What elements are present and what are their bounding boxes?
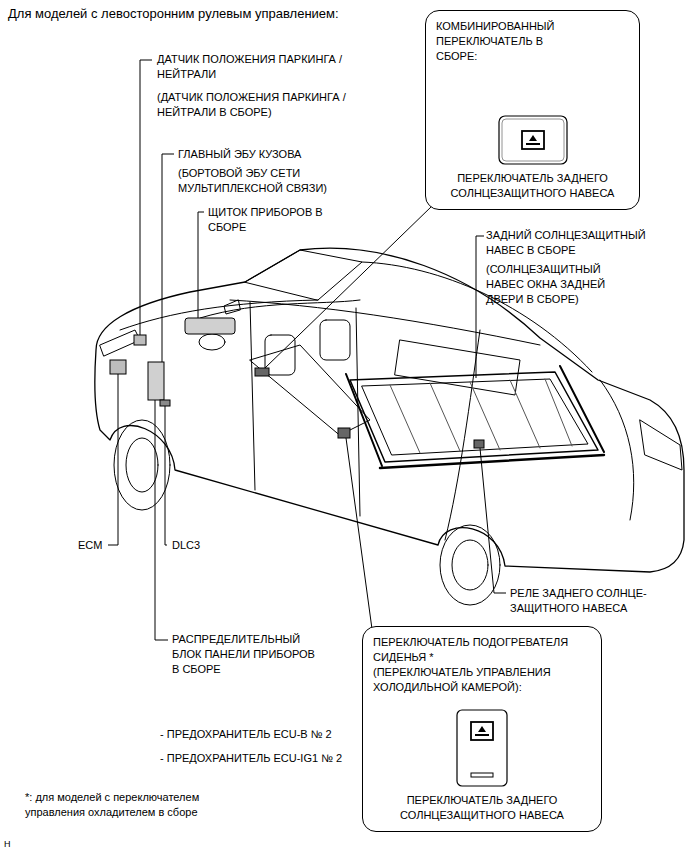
- rear-sunshade-roller: [380, 455, 604, 468]
- rear-sunshade-inner: [362, 379, 588, 455]
- leader-line: [165, 406, 167, 545]
- leader-line: [480, 448, 506, 593]
- seat-heater-switch: [338, 428, 350, 438]
- rear-sunshade-frame: [350, 372, 598, 462]
- switch-body: [457, 710, 507, 786]
- callout-heading: (ПЕРЕКЛЮЧАТЕЛЬ УПРАВЛЕНИЯ ХОЛОДИЛЬНОЙ КА…: [373, 665, 591, 695]
- callout-box: ПЕРЕКЛЮЧАТЕЛЬ ПОДОГРЕВАТЕЛЯ СИДЕНЬЯ *(ПЕ…: [362, 626, 602, 832]
- part-label: - ПРЕДОХРАНИТЕЛЬ ECU-IG1 № 2: [160, 751, 342, 766]
- rear-sunshade-rail: [346, 366, 604, 466]
- ecm-unit: [110, 360, 126, 374]
- leader-line: [162, 154, 174, 362]
- leader-line: [108, 374, 118, 545]
- rear-sunshade-hatch: [390, 379, 572, 453]
- park-neutral-sensor: [134, 335, 146, 345]
- sunshade-symbol: [529, 135, 537, 141]
- car-body-outline: [95, 248, 684, 572]
- page-title: Для моделей с левосторонним рулевым упра…: [8, 6, 339, 21]
- part-label: H: [4, 838, 11, 850]
- part-label: ЩИТОК ПРИБОРОВ В СБОРЕ: [208, 205, 323, 235]
- part-label: DLC3: [172, 538, 200, 553]
- part-label: РЕЛЕ ЗАДНЕГО СОЛНЦЕ- ЗАЩИТНОГО НАВЕСА: [510, 586, 680, 616]
- switch-face: [502, 119, 564, 161]
- leader-line: [476, 236, 484, 378]
- part-label: (СОЛНЦЕЗАЩИТНЫЙ НАВЕС ОКНА ЗАДНЕЙ ДВЕРИ …: [486, 262, 636, 307]
- switch-icon: [498, 115, 568, 165]
- rear-door-line: [445, 330, 480, 540]
- sunshade-symbol: [478, 726, 486, 732]
- switch-body: [499, 116, 567, 164]
- instrument-cluster: [185, 318, 235, 334]
- callout-box: КОМБИНИРОВАННЫЙ ПЕРЕКЛЮЧАТЕЛЬ В СБОРЕ: ПЕ…: [425, 10, 640, 210]
- part-label: *: для моделей с переключателем управлен…: [25, 790, 215, 820]
- sunshade-symbol: [526, 143, 540, 145]
- front-seat: [320, 320, 350, 360]
- indicator-bar: [471, 773, 493, 777]
- callout-heading: КОМБИНИРОВАННЫЙ ПЕРЕКЛЮЧАТЕЛЬ В СБОРЕ:: [436, 19, 576, 64]
- leader-line: [346, 438, 372, 629]
- sunshade-symbol: [471, 722, 493, 740]
- part-label: ЗАДНИЙ СОЛНЦЕЗАЩИТНЫЙ НАВЕС В СБОРЕ: [486, 228, 682, 258]
- part-label: (ДАТЧИК ПОЛОЖЕНИЯ ПАРКИНГА / НЕЙТРАЛИ В …: [157, 90, 367, 120]
- front-wheel: [114, 420, 170, 510]
- part-label: - ПРЕДОХРАНИТЕЛЬ ECU-B № 2: [160, 727, 332, 742]
- beltline: [230, 300, 540, 345]
- leader-line: [155, 400, 168, 640]
- sunshade-relay: [474, 440, 484, 448]
- leader-line: [198, 212, 204, 318]
- trunk-lid-line: [600, 380, 634, 520]
- b-pillar-line: [356, 308, 360, 516]
- switch-icon: [456, 709, 508, 787]
- callout-heading: ПЕРЕКЛЮЧАТЕЛЬ ПОДОГРЕВАТЕЛЯ СИДЕНЬЯ *: [373, 635, 591, 665]
- steering-wheel: [199, 334, 225, 350]
- part-label: ECM: [78, 538, 102, 553]
- part-label: ГЛАВНЫЙ ЭБУ КУЗОВА: [178, 147, 368, 162]
- leader-line: [140, 60, 152, 335]
- rear-wheel-hub: [452, 540, 488, 590]
- dlc3-connector: [160, 400, 170, 406]
- combination-switch: [255, 368, 269, 376]
- front-door-line: [250, 302, 255, 490]
- dashboard: [200, 300, 360, 318]
- junction-block: [148, 362, 164, 400]
- part-label: РАСПРЕДЕЛИТЕЛЬНЫЙ БЛОК ПАНЕЛИ ПРИБОРОВ В…: [172, 632, 322, 677]
- tail-light: [640, 420, 682, 470]
- front-wheel-hub: [126, 438, 158, 492]
- part-label: (БОРТОВОЙ ЭБУ СЕТИ МУЛЬТИПЛЕКСНОЙ СВЯЗИ): [178, 166, 368, 196]
- rear-seat: [395, 340, 520, 395]
- leader-line: [265, 206, 432, 368]
- sunshade-symbol: [475, 734, 489, 736]
- windshield: [245, 250, 362, 300]
- callout-caption: ПЕРЕКЛЮЧАТЕЛЬ ЗАДНЕГО СОЛНЦЕЗАЩИТНОГО НА…: [436, 171, 629, 201]
- part-label: ДАТЧИК ПОЛОЖЕНИЯ ПАРКИНГА / НЕЙТРАЛИ: [157, 52, 357, 82]
- callout-caption: ПЕРЕКЛЮЧАТЕЛЬ ЗАДНЕГО СОЛНЦЕЗАЩИТНОГО НА…: [373, 793, 591, 823]
- sunshade-symbol: [522, 131, 544, 149]
